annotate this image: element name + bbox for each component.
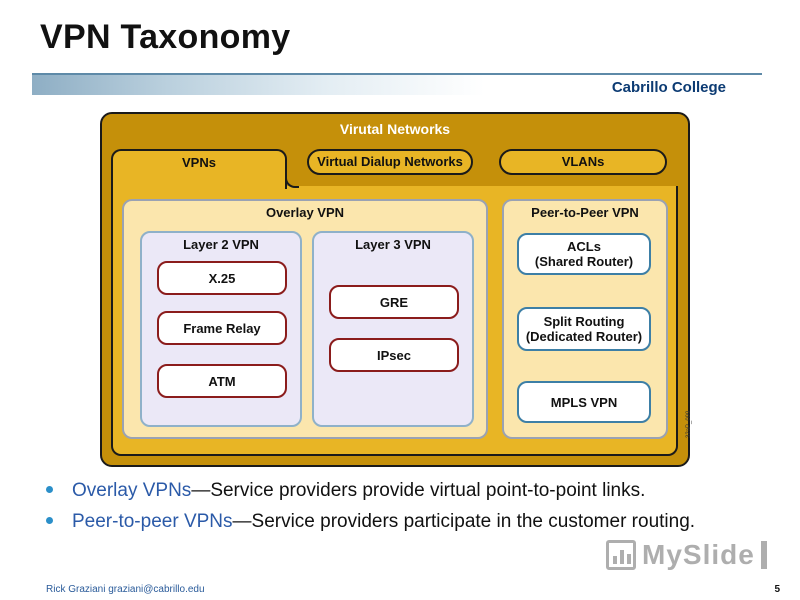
leaf-acls-line1: ACLs bbox=[567, 239, 601, 254]
bullet-list: Overlay VPNs—Service providers provide v… bbox=[46, 478, 766, 540]
leaf-split-routing-line1: Split Routing bbox=[543, 314, 625, 329]
bullet-item: Overlay VPNs—Service providers provide v… bbox=[46, 478, 766, 504]
figure-id: 32aP_099 bbox=[686, 410, 692, 438]
watermark-logo: MySlide bbox=[606, 538, 767, 572]
leaf-mpls-vpn-line1: MPLS VPN bbox=[550, 394, 618, 410]
bullet-text: —Service providers participate in the cu… bbox=[232, 511, 696, 532]
leaf-gre: GRE bbox=[329, 285, 459, 319]
leaf-x25: X.25 bbox=[157, 261, 287, 295]
footer-author: Rick Graziani graziani@cabrillo.edu bbox=[46, 584, 205, 595]
vlans-pill: VLANs bbox=[499, 149, 667, 175]
leaf-frame-relay: Frame Relay bbox=[157, 311, 287, 345]
watermark-text: MySlide bbox=[642, 539, 755, 570]
overlay-vpn-panel: Overlay VPN Layer 2 VPN X.25 Frame Relay… bbox=[122, 199, 488, 439]
slide-title: VPN Taxonomy bbox=[40, 18, 291, 56]
organization-name: Cabrillo College bbox=[611, 79, 726, 96]
leaf-split-routing-line2: (Dedicated Router) bbox=[525, 329, 643, 344]
layer2-vpn-panel: Layer 2 VPN X.25 Frame Relay ATM bbox=[140, 231, 302, 427]
header-band bbox=[32, 73, 762, 95]
bullet-term: Peer-to-peer VPNs bbox=[72, 511, 233, 532]
peer-to-peer-vpn-panel: Peer-to-Peer VPN ACLs (Shared Router) Sp… bbox=[502, 199, 668, 439]
leaf-acls: ACLs (Shared Router) bbox=[517, 233, 651, 275]
leaf-ipsec: IPsec bbox=[329, 338, 459, 372]
peer-to-peer-vpn-title: Peer-to-Peer VPN bbox=[531, 205, 639, 220]
vpn-taxonomy-diagram: Virutal Networks VPNs Virtual Dialup Net… bbox=[100, 112, 692, 467]
bullet-term: Overlay VPNs bbox=[72, 480, 192, 501]
layer2-vpn-title: Layer 2 VPN bbox=[183, 237, 259, 252]
watermark-bar-icon bbox=[760, 541, 767, 569]
bullet-text: —Service providers provide virtual point… bbox=[191, 480, 646, 501]
layer3-vpn-panel: Layer 3 VPN GRE IPsec bbox=[312, 231, 474, 427]
bullet-dot-icon bbox=[46, 517, 53, 524]
vpns-tab-corner bbox=[285, 170, 299, 188]
page-number: 5 bbox=[774, 584, 780, 595]
overlay-vpn-title: Overlay VPN bbox=[265, 205, 345, 220]
presentation-icon bbox=[606, 540, 636, 570]
bullet-item: Peer-to-peer VPNs—Service providers part… bbox=[46, 509, 766, 535]
leaf-mpls-vpn: MPLS VPN bbox=[517, 381, 651, 423]
leaf-acls-line2: (Shared Router) bbox=[534, 254, 634, 269]
virtual-networks-title: Virutal Networks bbox=[339, 121, 451, 137]
leaf-atm: ATM bbox=[157, 364, 287, 398]
layer3-vpn-title: Layer 3 VPN bbox=[355, 237, 431, 252]
leaf-split-routing: Split Routing (Dedicated Router) bbox=[517, 307, 651, 351]
vpns-tab: VPNs bbox=[111, 149, 287, 189]
virtual-dialup-networks-pill: Virtual Dialup Networks bbox=[307, 149, 473, 175]
vpns-label: VPNs bbox=[182, 155, 216, 170]
bullet-dot-icon bbox=[46, 486, 53, 493]
